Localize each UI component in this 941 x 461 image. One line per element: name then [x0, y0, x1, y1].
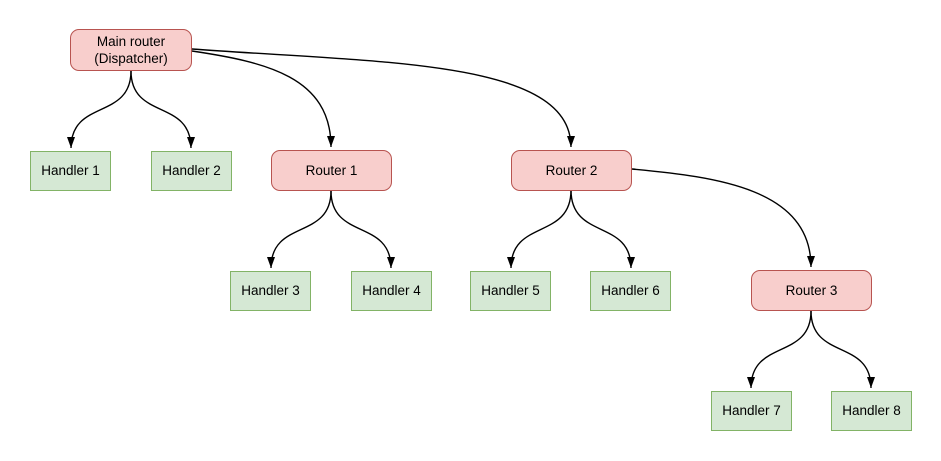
node-handler-4: Handler 4: [351, 271, 432, 311]
edge-router3-handler8: [810, 310, 875, 389]
node-router-2: Router 2: [511, 150, 632, 191]
edge-router2-handler6: [570, 189, 635, 269]
edge-main-router2: [191, 48, 575, 148]
edge-router3-handler7: [747, 310, 812, 389]
node-handler-1: Handler 1: [30, 151, 111, 191]
node-handler-3: Handler 3: [230, 271, 311, 311]
node-router-3: Router 3: [751, 270, 872, 311]
edge-main-handler1: [67, 70, 132, 149]
node-handler-2: Handler 2: [151, 151, 232, 191]
edge-router2-handler5: [507, 189, 572, 269]
edge-router1-handler3: [267, 190, 332, 269]
node-handler-7: Handler 7: [711, 391, 792, 431]
edge-main-router1: [191, 50, 335, 148]
edge-router1-handler4: [330, 190, 395, 269]
edge-router2-router3: [631, 168, 815, 268]
node-handler-6: Handler 6: [590, 271, 671, 311]
node-router-1: Router 1: [271, 150, 392, 191]
node-handler-5: Handler 5: [470, 271, 551, 311]
node-main-router: Main router (Dispatcher): [70, 29, 192, 71]
node-handler-8: Handler 8: [831, 391, 912, 431]
edge-main-handler2: [130, 70, 195, 149]
